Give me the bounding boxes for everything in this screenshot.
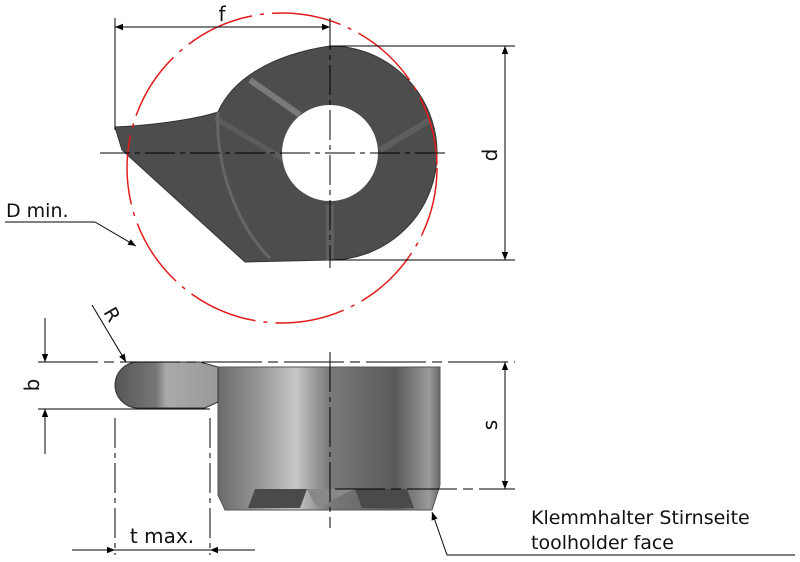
- dimension-d: [330, 45, 515, 261]
- side-view-lines: [38, 352, 515, 555]
- dimension-f: [114, 18, 331, 130]
- insert-top-view: [114, 45, 438, 263]
- centerlines-top: [100, 20, 450, 268]
- toolholder-leader: [431, 511, 795, 556]
- dimension-d-min: [5, 221, 137, 247]
- label-toolholder-en: toolholder face: [531, 532, 674, 554]
- insert-side-view: [114, 361, 441, 511]
- label-toolholder-de: Klemmhalter Stirnseite: [531, 507, 750, 529]
- label-t-max: t max.: [130, 524, 194, 548]
- label-s: s: [478, 420, 502, 430]
- label-b: b: [20, 379, 44, 392]
- label-d: d: [478, 149, 502, 162]
- min-diameter-circle: [126, 12, 438, 324]
- label-f: f: [218, 2, 226, 26]
- dimension-r: [91, 304, 127, 363]
- label-d-min: D min.: [6, 200, 69, 222]
